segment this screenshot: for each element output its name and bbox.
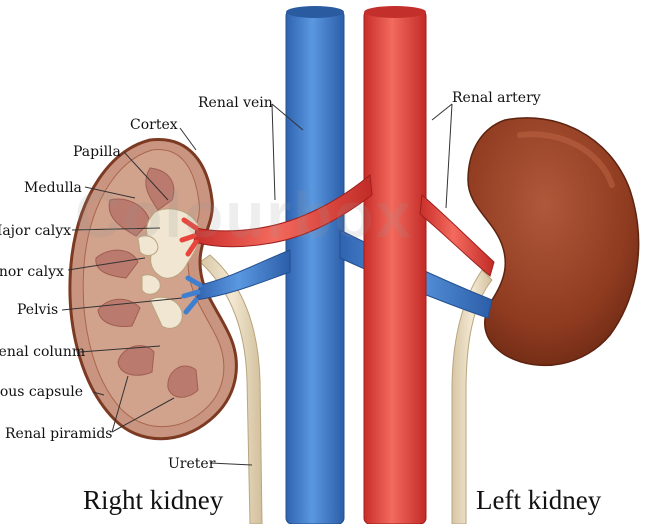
label-renal-piramids: Renal piramids xyxy=(5,426,113,442)
label-renal-column: Renal colunm xyxy=(0,344,86,360)
calyces xyxy=(137,208,200,329)
title-right-kidney: Right kidney xyxy=(83,485,224,515)
label-papilla: Papilla xyxy=(73,144,121,160)
watermark: Colourbox xyxy=(75,179,413,251)
label-fibrous-capsule: Fibrous capsule xyxy=(0,384,84,400)
leader-lines xyxy=(61,103,453,466)
aorta xyxy=(363,9,427,524)
label-cortex: Cortex xyxy=(130,117,178,133)
label-renal-artery: Renal artery xyxy=(452,90,541,106)
label-minor-calyx: Minor calyx xyxy=(0,264,64,280)
left-renal-artery xyxy=(419,193,495,277)
label-pelvis: Pelvis xyxy=(17,302,59,318)
label-ureter: Ureter xyxy=(168,456,216,472)
title-left-kidney: Left kidney xyxy=(476,485,602,515)
renal-pyramids xyxy=(95,167,199,398)
left-kidney xyxy=(467,117,640,367)
label-medulla: Medulla xyxy=(24,180,82,196)
left-kidney-highlight xyxy=(517,131,615,188)
label-major-calyx: Major calyx xyxy=(0,223,72,239)
vena-cava xyxy=(285,9,345,524)
label-renal-vein: Renal vein xyxy=(198,95,273,111)
